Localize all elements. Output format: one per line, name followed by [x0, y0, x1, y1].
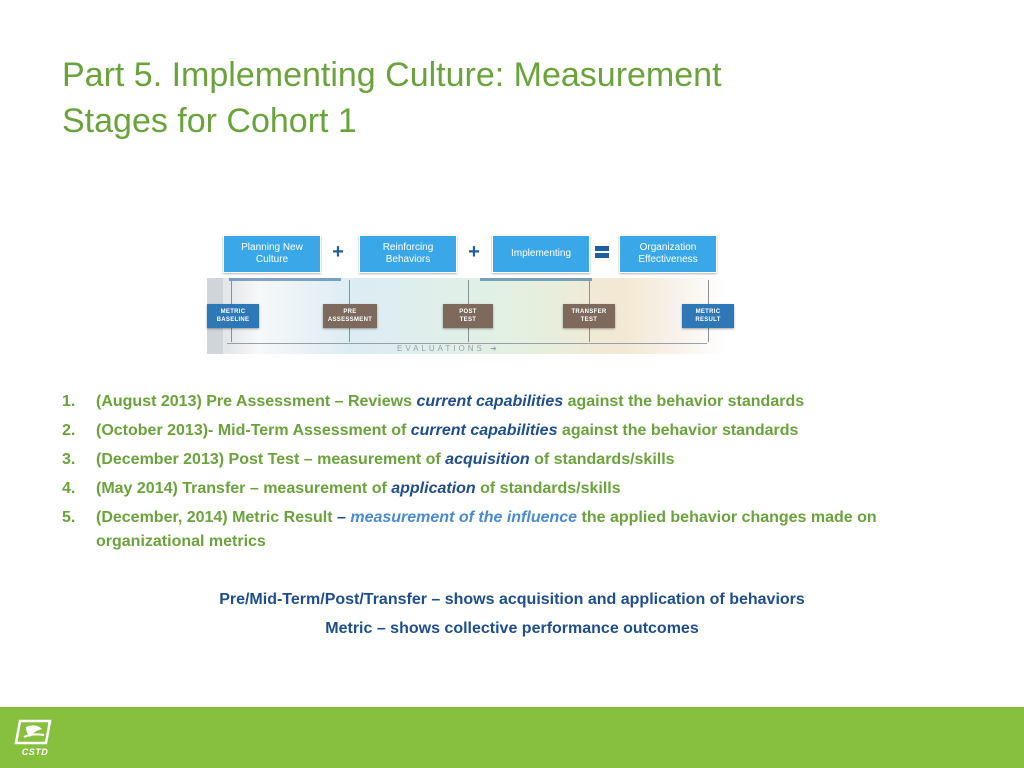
cstd-logo-text: CSTD [21, 747, 49, 757]
footer-bar: CSTD [0, 707, 1024, 768]
evaluations-label: EVALUATIONS ➔ [397, 344, 500, 353]
marker-label: TEST [580, 317, 598, 323]
phase-label: Implementing [510, 248, 572, 259]
equals-icon [595, 246, 609, 258]
phase-band-3 [480, 278, 592, 281]
marker-pre-assessment: PRE ASSESSMENT [323, 304, 377, 328]
list-emphasis: acquisition [445, 451, 530, 468]
phase-label: Organization [639, 242, 697, 253]
list-number: 3. [62, 451, 76, 468]
list-text: the applied behavior changes made on org… [96, 509, 877, 550]
marker-label: RESULT [695, 317, 721, 323]
marker-label: BASELINE [216, 317, 250, 323]
summary-line-1: Pre/Mid-Term/Post/Transfer – shows acqui… [219, 591, 805, 608]
list-emphasis: measurement of the influence [350, 509, 578, 526]
list-item: 2. (October 2013)- Mid-Term Assessment o… [62, 419, 982, 443]
list-text: against the behavior standards [563, 393, 805, 410]
list-item: 3. (December 2013) Post Test – measureme… [62, 448, 982, 472]
list-text: (October 2013)- Mid-Term Assessment of [96, 422, 411, 439]
list-emphasis: current capabilities [410, 422, 558, 439]
list-number: 1. [62, 393, 76, 410]
marker-label: TRANSFER [571, 309, 607, 315]
list-item: 1. (August 2013) Pre Assessment – Review… [62, 390, 982, 414]
list-emphasis: current capabilities [416, 393, 564, 410]
marker-label: PRE [343, 309, 357, 315]
list-dash: – [337, 509, 351, 526]
phase-label: Reinforcing [382, 242, 434, 253]
plus-icon: + [468, 241, 480, 263]
timeline-axis [227, 343, 707, 344]
list-item: 4. (May 2014) Transfer – measurement of … [62, 477, 982, 501]
measurement-list: 1. (August 2013) Pre Assessment – Review… [62, 390, 982, 559]
marker-label: ASSESSMENT [327, 317, 373, 323]
plus-icon: + [332, 241, 344, 263]
slide-title: Part 5. Implementing Culture: Measuremen… [62, 52, 862, 144]
phase-label: Effectiveness [638, 254, 698, 265]
list-number: 2. [62, 422, 76, 439]
list-item: 5. (December, 2014) Metric Result – meas… [62, 506, 982, 554]
list-text: of standards/skills [529, 451, 675, 468]
marker-post-test: POST TEST [443, 304, 493, 328]
marker-label: TEST [459, 317, 477, 323]
list-text: against the behavior standards [557, 422, 799, 439]
cstd-logo-icon: CSTD [14, 719, 56, 757]
marker-label: METRIC [695, 309, 721, 315]
marker-metric-result: METRIC RESULT [682, 304, 734, 328]
phase-label: Behaviors [385, 254, 431, 265]
slide-title-line-1: Part 5. Implementing Culture: Measuremen… [62, 56, 722, 94]
cstd-logo-mark-icon [14, 719, 52, 745]
list-text: (May 2014) Transfer – measurement of [96, 480, 392, 497]
marker-label: METRIC [220, 309, 246, 315]
phase-band-1 [229, 278, 341, 281]
marker-label: POST [459, 309, 477, 315]
phase-label: Culture [255, 254, 289, 265]
summary-line-2: Metric – shows collective performance ou… [325, 620, 699, 637]
marker-transfer-test: TRANSFER TEST [563, 304, 615, 328]
phase-label: Planning New [241, 242, 303, 253]
list-number: 4. [62, 480, 76, 497]
list-text: (December, 2014) Metric Result [96, 509, 337, 526]
list-text: (December 2013) Post Test – measurement … [96, 451, 446, 468]
phase-box-implementing: Implementing [492, 235, 590, 273]
marker-metric-baseline: METRIC BASELINE [207, 304, 259, 328]
slide-title-line-2: Stages for Cohort 1 [62, 102, 357, 140]
list-text: (August 2013) Pre Assessment – Reviews [96, 393, 417, 410]
list-text: of standards/skills [475, 480, 621, 497]
list-emphasis: application [391, 480, 476, 497]
list-number: 5. [62, 509, 76, 526]
